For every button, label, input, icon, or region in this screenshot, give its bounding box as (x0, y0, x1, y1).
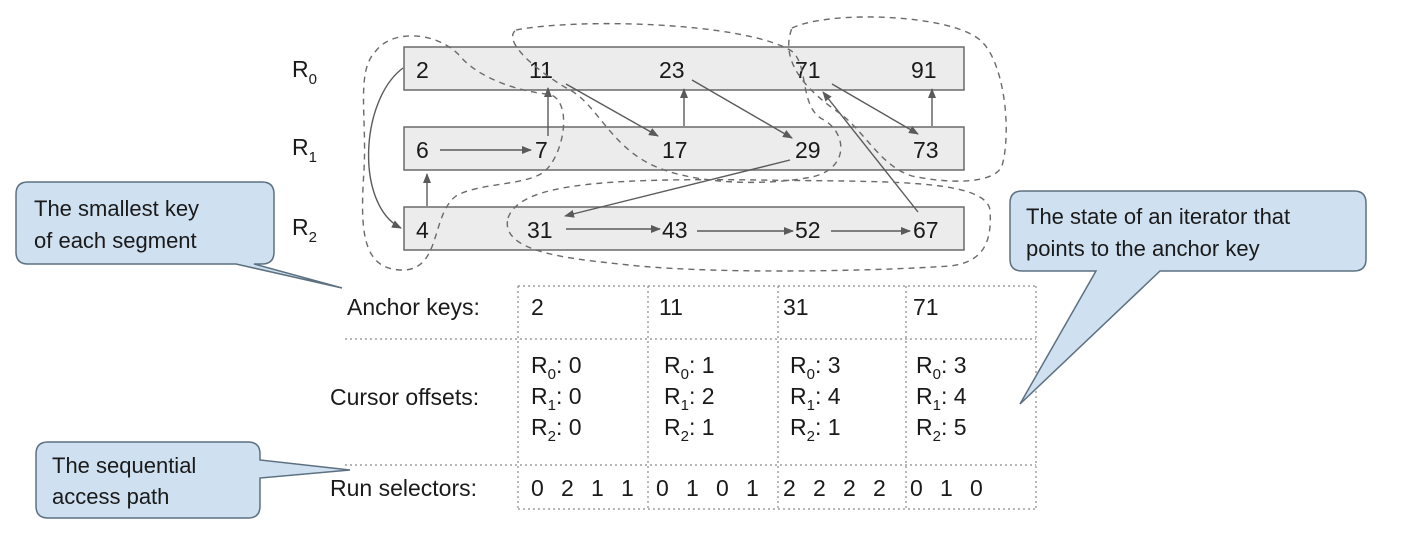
callout-smallest-key-line2: of each segment (34, 228, 197, 253)
cursor-offset: R2: 1 (790, 414, 841, 445)
cursor-offset: R1: 0 (531, 383, 582, 414)
run-key: 23 (659, 57, 685, 83)
run-key: 4 (416, 217, 429, 243)
cursor-offset: R0: 0 (531, 352, 582, 383)
run-selector: 1 (746, 475, 759, 501)
cursor-offset: R1: 4 (790, 383, 841, 414)
anchor-key-cell: 11 (659, 294, 683, 320)
callout-access-path-line2: access path (52, 484, 169, 509)
callout-smallest-key-line1: The smallest key (34, 196, 199, 221)
run-key: 29 (795, 137, 821, 163)
callout-smallest-key: The smallest key of each segment (15, 181, 343, 289)
row-label-cursor-offsets: Cursor offsets: (330, 384, 479, 410)
run-selector: 2 (873, 475, 886, 501)
segment-outline-3 (506, 178, 992, 272)
anchor-key-cell: 2 (531, 294, 544, 320)
run-key: 52 (795, 217, 821, 243)
segment-outline-4 (788, 16, 1007, 182)
table-grid (345, 285, 1037, 510)
path-arrow-29-to-31 (564, 159, 791, 218)
run-selector: 2 (843, 475, 856, 501)
callout-access-path-line1: The sequential (52, 453, 196, 478)
run-key: 71 (795, 57, 821, 83)
run-label-r0: R0 (292, 56, 317, 88)
cursor-offset: R1: 2 (664, 383, 715, 414)
cursor-offset: R2: 1 (664, 414, 715, 445)
callout-iterator-state-line1: The state of an iterator that (1026, 204, 1290, 229)
run-selector: 0 (970, 475, 983, 501)
run-selector: 0 (531, 475, 544, 501)
run-key: 7 (535, 137, 548, 163)
callout-iterator-state-line2: points to the anchor key (1026, 236, 1260, 261)
run-selector: 0 (910, 475, 923, 501)
run-key: 11 (529, 57, 553, 83)
callout-iterator-state: The state of an iterator that points to … (1009, 190, 1367, 405)
run-key: 43 (662, 217, 688, 243)
cursor-offset: R0: 3 (790, 352, 841, 383)
run-key: 67 (913, 217, 939, 243)
anchor-key-cell: 31 (783, 294, 809, 320)
run-selector: 1 (686, 475, 699, 501)
cursor-offset: R0: 1 (664, 352, 715, 383)
run-key: 2 (416, 57, 429, 83)
cursor-offset: R2: 0 (531, 414, 582, 445)
run-key: 17 (662, 137, 688, 163)
run-label-r1: R1 (292, 134, 317, 166)
run-key: 6 (416, 137, 429, 163)
path-arrow-23-to-29 (691, 79, 793, 139)
anchor-key-cell: 71 (913, 294, 939, 320)
cursor-offset: R2: 5 (916, 414, 967, 445)
run-selector: 2 (813, 475, 826, 501)
row-label-anchor-keys: Anchor keys: (347, 294, 480, 320)
run-selector: 2 (561, 475, 574, 501)
cursor-offset: R0: 3 (916, 352, 967, 383)
run-selector: 1 (621, 475, 634, 501)
run-box-r0 (403, 46, 965, 91)
run-box-r2 (403, 206, 965, 251)
run-selector: 1 (940, 475, 953, 501)
run-key: 91 (911, 57, 937, 83)
run-selector: 1 (591, 475, 604, 501)
cursor-offset: R1: 4 (916, 383, 967, 414)
path-arrow-71-to-73 (831, 83, 919, 135)
run-key: 73 (913, 137, 939, 163)
run-selector: 2 (783, 475, 796, 501)
run-key: 31 (527, 217, 553, 243)
callout-access-path: The sequential access path (35, 441, 351, 519)
run-selector: 0 (656, 475, 669, 501)
segment-outline-2 (512, 22, 842, 184)
path-arrow-2-to-4 (367, 67, 404, 229)
segment-outline-1 (361, 35, 565, 271)
run-label-r2: R2 (292, 214, 317, 246)
run-selector: 0 (716, 475, 729, 501)
row-label-run-selectors: Run selectors: (330, 475, 477, 501)
path-arrow-11-to-17 (565, 83, 659, 137)
run-box-r1 (403, 126, 965, 171)
